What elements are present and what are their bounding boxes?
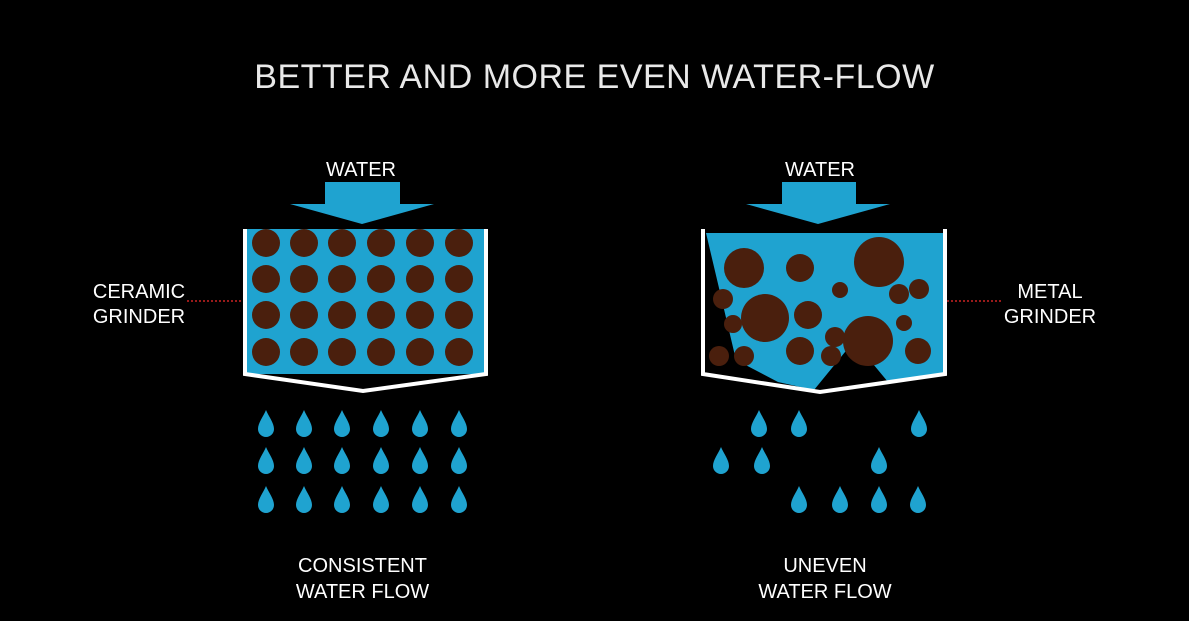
water-label-right: WATER (785, 159, 855, 181)
water-drop-icon (296, 486, 312, 513)
ceramic-ground-particle (290, 301, 318, 329)
water-drop-icon (451, 447, 467, 474)
metal-ground-particle (786, 337, 814, 365)
water-drop-icon (791, 410, 807, 437)
ceramic-ground-particle (406, 229, 434, 257)
ceramic-ground-particle (406, 301, 434, 329)
uneven-flow-caption-line1: UNEVEN (783, 555, 867, 577)
ceramic-grounds (252, 229, 473, 366)
consistent-flow-caption-line2: WATER FLOW (295, 581, 430, 603)
water-drop-icon (412, 447, 428, 474)
ceramic-grinder-diagram (187, 182, 488, 513)
ceramic-grinder-label-line2: GRINDER (92, 306, 186, 328)
metal-ground-particle (734, 346, 754, 366)
metal-ground-particle (724, 248, 764, 288)
water-arrow-left-icon (290, 182, 434, 224)
water-drop-icon (911, 410, 927, 437)
water-drop-icon (258, 486, 274, 513)
water-drop-icon (871, 486, 887, 513)
water-drop-icon (373, 447, 389, 474)
metal-ground-particle (713, 289, 733, 309)
metal-ground-particle (821, 346, 841, 366)
ceramic-ground-particle (328, 265, 356, 293)
ceramic-ground-particle (328, 338, 356, 366)
metal-ground-particle (825, 327, 845, 347)
water-drop-icon (451, 486, 467, 513)
uneven-flow-caption-line2: WATER FLOW (758, 581, 892, 603)
ceramic-ground-particle (445, 301, 473, 329)
ceramic-ground-particle (406, 338, 434, 366)
water-drop-icon (751, 410, 767, 437)
ceramic-ground-particle (252, 338, 280, 366)
ceramic-ground-particle (252, 265, 280, 293)
ceramic-ground-particle (252, 301, 280, 329)
water-drop-icon (373, 486, 389, 513)
ceramic-ground-particle (290, 265, 318, 293)
ceramic-ground-particle (290, 338, 318, 366)
metal-ground-particle (854, 237, 904, 287)
metal-ground-particle (909, 279, 929, 299)
ceramic-grinder-label-line1: CERAMIC (92, 281, 186, 303)
page-title: BETTER AND MORE EVEN WATER-FLOW (254, 58, 935, 96)
metal-ground-particle (786, 254, 814, 282)
ceramic-ground-particle (445, 338, 473, 366)
water-drop-icon (754, 447, 770, 474)
ceramic-ground-particle (367, 301, 395, 329)
water-drop-icon (334, 447, 350, 474)
water-drop-icon (871, 447, 887, 474)
metal-grinder-label-line2: GRINDER (1003, 306, 1097, 328)
consistent-drops (258, 410, 467, 513)
consistent-flow-caption-line1: CONSISTENT (298, 555, 427, 577)
water-drop-icon (334, 410, 350, 437)
ceramic-ground-particle (290, 229, 318, 257)
metal-grinder-label-line1: METAL (1017, 281, 1083, 303)
metal-grinder-diagram (701, 182, 1003, 513)
metal-ground-particle (832, 282, 848, 298)
ceramic-ground-particle (328, 229, 356, 257)
ceramic-ground-particle (252, 229, 280, 257)
consistent-flow-caption: CONSISTENT WATER FLOW (240, 553, 485, 605)
metal-ground-particle (843, 316, 893, 366)
ceramic-ground-particle (367, 338, 395, 366)
water-drop-icon (412, 486, 428, 513)
water-label-left: WATER (326, 159, 396, 181)
water-drop-icon (258, 410, 274, 437)
water-drop-icon (832, 486, 848, 513)
metal-ground-particle (905, 338, 931, 364)
ceramic-ground-particle (406, 265, 434, 293)
ceramic-ground-particle (367, 229, 395, 257)
metal-ground-particle (794, 301, 822, 329)
water-drop-icon (258, 447, 274, 474)
ceramic-grinder-label: CERAMIC GRINDER (74, 280, 204, 330)
metal-ground-particle (741, 294, 789, 342)
water-arrow-right-icon (746, 182, 890, 224)
ceramic-ground-particle (328, 301, 356, 329)
metal-grounds (709, 237, 931, 366)
water-drop-icon (296, 410, 312, 437)
ceramic-ground-particle (367, 265, 395, 293)
water-drop-icon (373, 410, 389, 437)
ceramic-basket-outline (243, 229, 488, 394)
water-drop-icon (296, 447, 312, 474)
metal-ground-particle (709, 346, 729, 366)
metal-ground-particle (724, 315, 742, 333)
metal-ground-particle (896, 315, 912, 331)
metal-grinder-label: METAL GRINDER (985, 280, 1115, 330)
ceramic-ground-particle (445, 229, 473, 257)
water-drop-icon (910, 486, 926, 513)
uneven-flow-caption: UNEVEN WATER FLOW (700, 553, 950, 605)
metal-basket-outline (701, 229, 947, 395)
metal-ground-particle (889, 284, 909, 304)
water-drop-icon (451, 410, 467, 437)
water-drop-icon (412, 410, 428, 437)
water-drop-icon (334, 486, 350, 513)
water-drop-icon (791, 486, 807, 513)
ceramic-ground-particle (445, 265, 473, 293)
water-drop-icon (713, 447, 729, 474)
uneven-drops (713, 410, 927, 513)
